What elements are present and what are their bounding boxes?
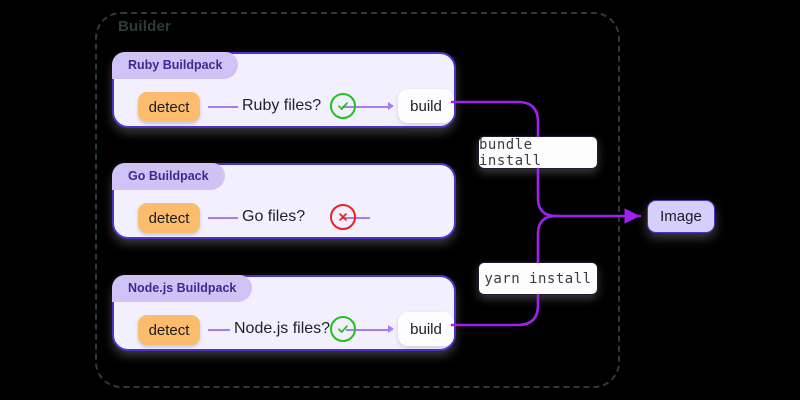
check-circle-icon bbox=[330, 316, 356, 342]
check-circle-icon bbox=[330, 93, 356, 119]
buildpack-title-nodejs: Node.js Buildpack bbox=[112, 275, 253, 302]
connector-line bbox=[208, 329, 230, 331]
buildpack-card-ruby[interactable]: Ruby Buildpack detect Ruby files? build bbox=[112, 52, 456, 128]
detect-chip-ruby[interactable]: detect bbox=[138, 92, 200, 122]
x-circle-icon bbox=[330, 204, 356, 230]
buildpack-row-ruby: detect Ruby files? build bbox=[114, 84, 458, 130]
question-label-nodejs: Node.js files? bbox=[234, 320, 331, 337]
connector-line bbox=[342, 217, 370, 219]
arrow-head-icon bbox=[388, 102, 394, 110]
buildpack-card-go[interactable]: Go Buildpack detect Go files? bbox=[112, 163, 456, 239]
detect-chip-nodejs[interactable]: detect bbox=[138, 315, 200, 345]
buildpack-title-ruby: Ruby Buildpack bbox=[112, 52, 239, 79]
build-chip-nodejs[interactable]: build bbox=[398, 312, 454, 346]
command-box-bundle-install[interactable]: bundle install bbox=[478, 136, 598, 169]
connector-line bbox=[346, 329, 370, 331]
question-label-ruby: Ruby files? bbox=[242, 97, 322, 114]
arrow-line bbox=[362, 329, 388, 331]
build-chip-ruby[interactable]: build bbox=[398, 89, 454, 123]
builder-label: Builder bbox=[118, 18, 172, 35]
command-box-yarn-install[interactable]: yarn install bbox=[478, 262, 598, 295]
buildpack-title-go: Go Buildpack bbox=[112, 163, 225, 190]
connector-line bbox=[208, 217, 238, 219]
question-label-go: Go files? bbox=[242, 208, 306, 225]
output-image-node[interactable]: Image bbox=[647, 200, 715, 233]
arrow-head-icon bbox=[388, 325, 394, 333]
builder-container bbox=[95, 12, 620, 388]
connector-line bbox=[208, 106, 238, 108]
buildpack-row-nodejs: detect Node.js files? build bbox=[114, 307, 458, 353]
detect-chip-go[interactable]: detect bbox=[138, 203, 200, 233]
buildpack-row-go: detect Go files? bbox=[114, 195, 458, 241]
connector-line bbox=[342, 106, 370, 108]
arrow-line bbox=[362, 106, 388, 108]
buildpack-card-nodejs[interactable]: Node.js Buildpack detect Node.js files? … bbox=[112, 275, 456, 351]
